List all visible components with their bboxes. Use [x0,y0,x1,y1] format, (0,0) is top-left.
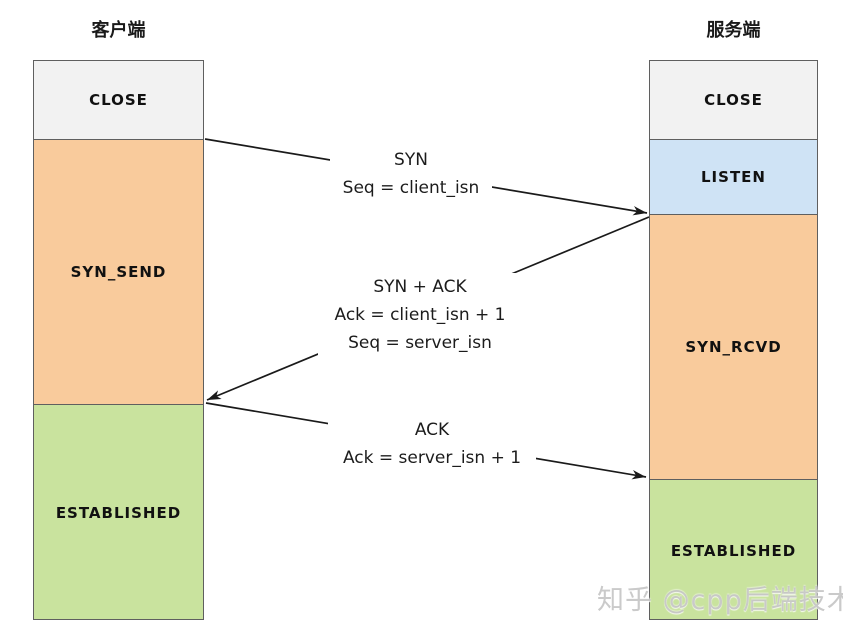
client-state-established: ESTABLISHED [34,404,203,619]
client-title: 客户端 [91,20,146,41]
client-state-syn-send: SYN_SEND [34,139,203,404]
server-state-syn-rcvd: SYN_RCVD [650,214,817,479]
server-state-syn-rcvd-label: SYN_RCVD [685,338,782,356]
client-state-close: CLOSE [34,61,203,139]
message-syn-ack-line-1: SYN + ACK [373,277,467,297]
client-state-close-label: CLOSE [89,91,148,109]
message-syn: SYN Seq = client_isn [330,146,492,202]
client-state-column: CLOSE SYN_SEND ESTABLISHED [33,60,204,620]
message-syn-line-2: Seq = client_isn [342,178,480,198]
client-state-established-label: ESTABLISHED [55,504,182,522]
message-ack-line-1: ACK [414,420,450,440]
message-syn-ack-line-2: Ack = client_isn + 1 [334,305,506,325]
server-state-column: CLOSE LISTEN SYN_RCVD ESTABLISHED [649,60,818,620]
server-state-close-label: CLOSE [704,91,763,109]
server-state-established: ESTABLISHED [650,479,817,619]
message-syn-ack: SYN + ACK Ack = client_isn + 1 Seq = ser… [318,273,522,357]
server-state-listen: LISTEN [650,139,817,214]
message-ack-line-2: Ack = server_isn + 1 [342,448,522,468]
message-syn-line-1: SYN [394,150,428,170]
client-state-syn-send-label: SYN_SEND [70,263,167,281]
message-syn-ack-line-3: Seq = server_isn [348,333,492,353]
server-state-established-label: ESTABLISHED [670,541,797,560]
server-state-listen-label: LISTEN [701,168,766,186]
server-title: 服务端 [706,20,761,41]
server-state-close: CLOSE [650,61,817,139]
message-ack: ACK Ack = server_isn + 1 [328,416,536,472]
